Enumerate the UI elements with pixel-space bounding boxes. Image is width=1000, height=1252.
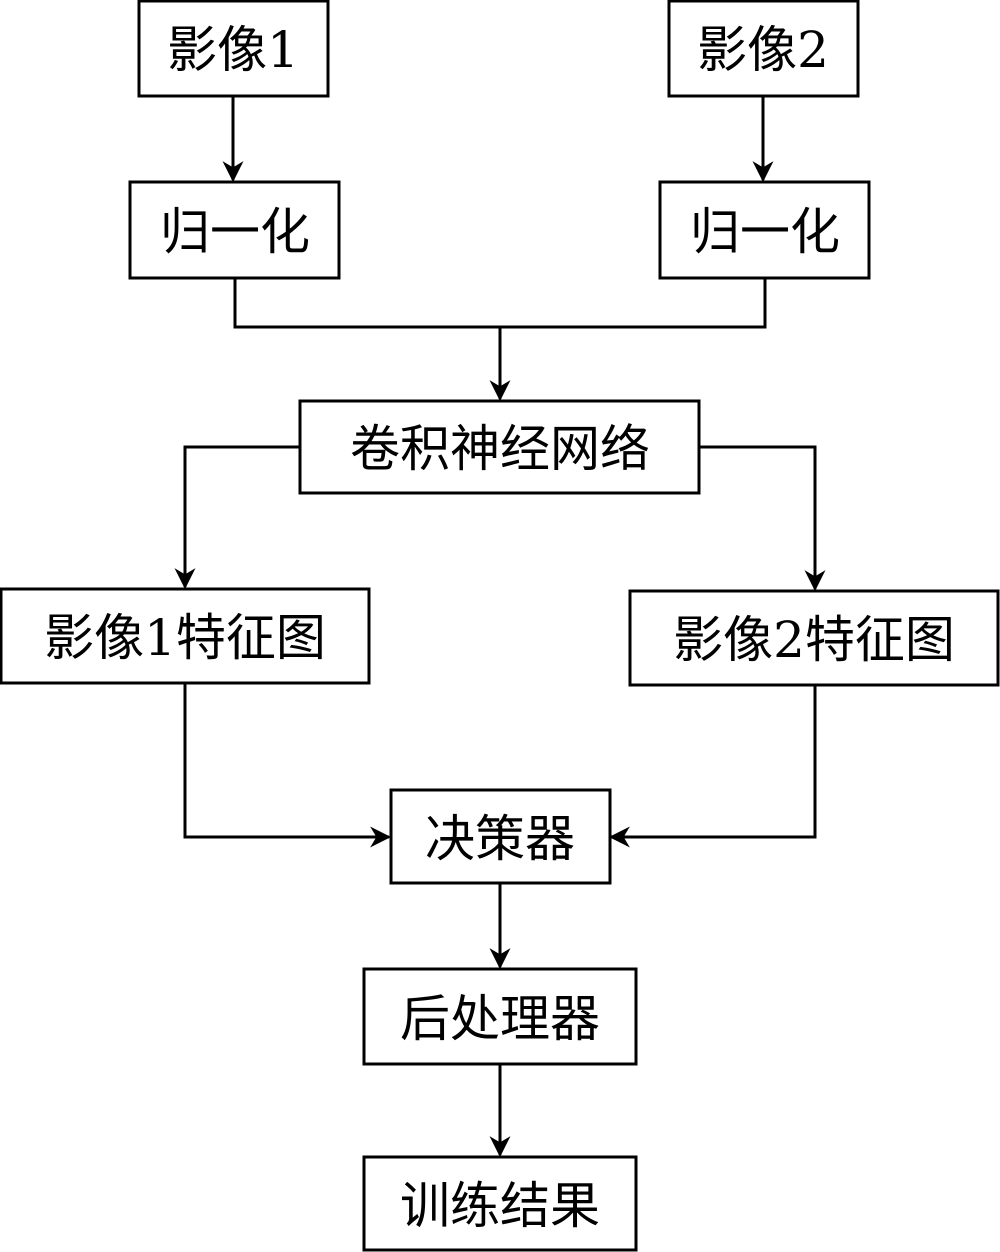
node-normalize2-label: 归一化 <box>690 203 840 261</box>
node-feature1: 影像1特征图 <box>0 587 371 685</box>
node-image2: 影像2 <box>667 0 860 98</box>
node-normalize2: 归一化 <box>658 180 871 280</box>
node-image2-label: 影像2 <box>697 21 829 79</box>
edge-cnn-to-feature2 <box>700 445 826 592</box>
edge-feature1-to-decision <box>183 683 392 848</box>
node-normalize1-label: 归一化 <box>160 203 310 261</box>
node-cnn-label: 卷积神经网络 <box>350 420 650 478</box>
node-result-label: 训练结果 <box>400 1177 600 1235</box>
node-postprocessor: 后处理器 <box>362 967 638 1066</box>
node-normalize1: 归一化 <box>128 180 341 280</box>
edge-normalize2-to-cnn <box>500 278 767 329</box>
node-feature1-label: 影像1特征图 <box>44 609 326 667</box>
node-decision-label: 决策器 <box>425 810 575 868</box>
node-cnn: 卷积神经网络 <box>298 399 701 495</box>
node-decision: 决策器 <box>389 788 612 885</box>
edge-cnn-to-feature1 <box>174 445 300 590</box>
node-postprocessor-label: 后处理器 <box>400 990 600 1048</box>
node-image1-label: 影像1 <box>167 21 299 79</box>
node-feature2-label: 影像2特征图 <box>673 611 955 669</box>
node-image1: 影像1 <box>137 0 330 98</box>
node-feature2: 影像2特征图 <box>628 589 1000 687</box>
edges <box>174 96 826 1158</box>
edge-normalize1-to-cnn <box>233 278 500 329</box>
edge-feature2-to-decision <box>608 685 817 848</box>
node-result: 训练结果 <box>362 1155 638 1252</box>
